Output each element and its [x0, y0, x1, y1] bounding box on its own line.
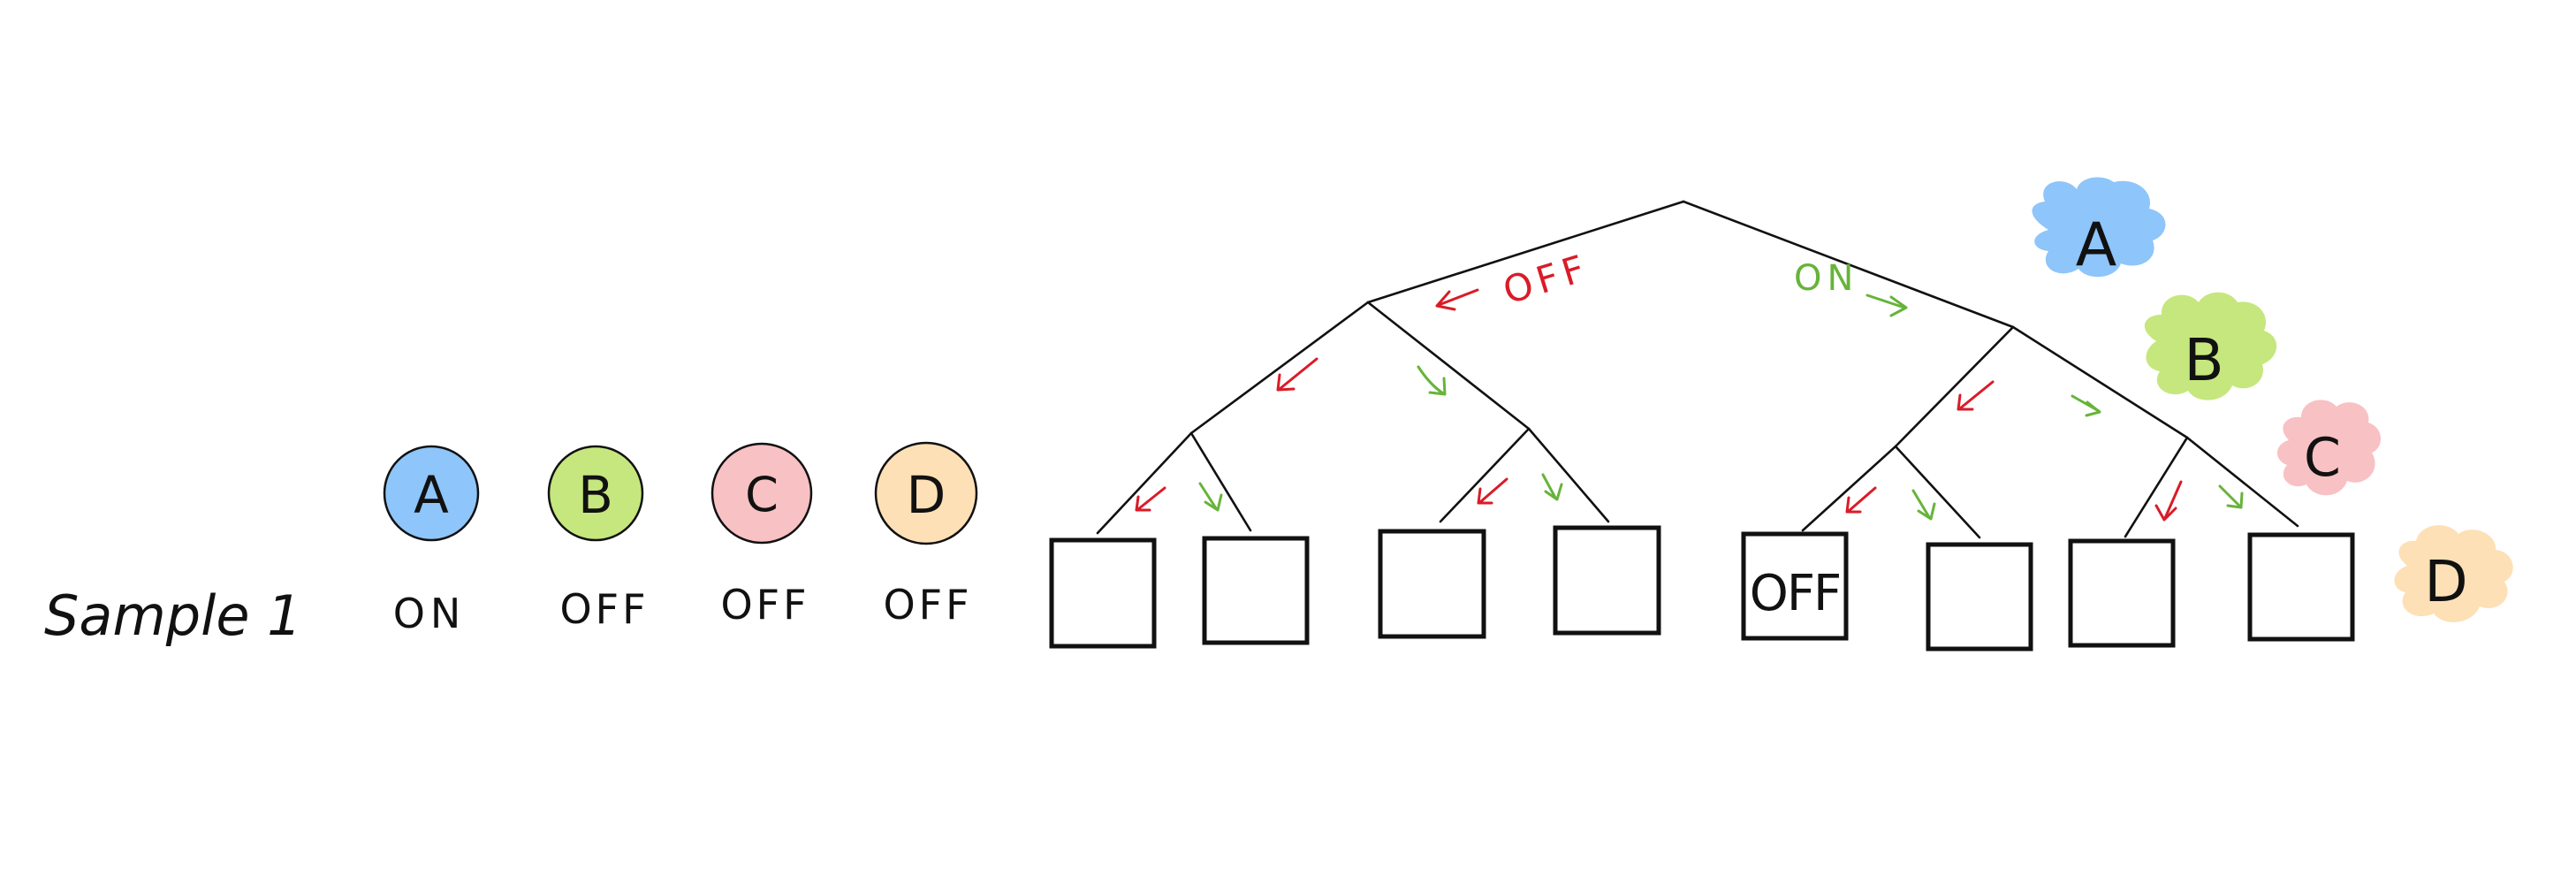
- level-label-c: C: [2276, 400, 2382, 496]
- leaf-box: [2247, 532, 2355, 642]
- arrow-on-icon: [1198, 482, 1223, 512]
- level-label-a: A: [2032, 177, 2166, 280]
- edge-l2-2-right: [1527, 427, 1610, 523]
- tree-edges: [1096, 200, 2299, 539]
- edge-l2-4-left: [2124, 436, 2189, 538]
- edge-root-right: [1682, 200, 2015, 329]
- arrow-off-icon: [2154, 480, 2183, 522]
- edge-l1-left-left: [1189, 301, 1370, 435]
- edge-l2-1-right: [1189, 431, 1252, 532]
- leaf-box: [1553, 525, 1661, 636]
- edge-l2-4-right: [2185, 436, 2299, 528]
- leaf-5-text: OFF: [1750, 565, 1841, 622]
- level-label-d: D: [2394, 525, 2513, 622]
- arrow-off-icon: [1845, 486, 1877, 514]
- arrow-on-icon: [1541, 473, 1563, 501]
- blob-c-shape: [2276, 400, 2382, 496]
- tree-leaves: OFF: [1049, 525, 2355, 652]
- edge-l2-3-right: [1894, 445, 1981, 539]
- variable-b-letter: B: [578, 465, 613, 525]
- variable-c-letter: C: [745, 467, 779, 522]
- variable-a-state: ON: [393, 590, 467, 637]
- sample-label: Sample 1: [44, 583, 302, 648]
- variable-d-state: OFF: [883, 581, 972, 629]
- variable-b-circle: [547, 445, 644, 542]
- variable-b-state: OFF: [559, 585, 649, 633]
- root-left-arrow: [1435, 288, 1479, 311]
- edge-l1-right-left: [1894, 325, 2015, 448]
- level-label-b-letter: B: [2184, 326, 2223, 394]
- variable-a-circle: [383, 445, 480, 542]
- level-label-b: B: [2144, 292, 2277, 400]
- sample-variable-a: A ON: [383, 445, 480, 637]
- blob-a-shape: [2032, 177, 2166, 278]
- edge-l2-3-left: [1801, 445, 1897, 532]
- arrow-off-icon: [1957, 380, 1995, 411]
- sample-variable-b: B OFF: [547, 445, 649, 633]
- variable-d-circle: [874, 441, 978, 545]
- edge-l2-2-left: [1439, 427, 1531, 523]
- root-right-label: ON: [1794, 258, 1858, 299]
- edge-l1-right-right: [2011, 325, 2189, 439]
- leaf-box: [1741, 531, 1849, 641]
- variable-c-circle: [710, 442, 813, 545]
- level-label-c-letter: C: [2304, 427, 2341, 489]
- blob-d-shape: [2394, 525, 2513, 622]
- arrow-on-icon: [1417, 365, 1447, 396]
- leaf-box: [1378, 529, 1486, 639]
- sample-variable-c: C OFF: [710, 442, 813, 629]
- variable-a-letter: A: [414, 465, 449, 525]
- leaf-box: [1202, 536, 1310, 645]
- leaf-box: [1049, 537, 1157, 649]
- arrow-off-icon: [1135, 486, 1166, 512]
- variable-d-letter: D: [907, 465, 946, 525]
- blob-b-shape: [2144, 292, 2277, 400]
- branch-arrows: [1135, 357, 2244, 522]
- root-right-arrow: [1866, 293, 1908, 317]
- arrow-off-icon: [1477, 477, 1508, 505]
- edge-root-left: [1366, 200, 1685, 304]
- arrow-on-icon: [2071, 394, 2101, 417]
- edge-l1-left-right: [1366, 301, 1531, 431]
- arrow-on-icon: [1911, 489, 1936, 521]
- leaf-box: [1926, 542, 2033, 652]
- arrow-off-icon: [1276, 357, 1318, 392]
- level-label-a-letter: A: [2076, 210, 2117, 280]
- edge-l2-1-left: [1096, 431, 1193, 535]
- level-label-d-letter: D: [2424, 550, 2467, 615]
- variable-c-state: OFF: [720, 581, 809, 629]
- sample-variable-d: D OFF: [874, 441, 978, 629]
- arrow-on-icon: [2218, 484, 2244, 509]
- leaf-box: [2068, 538, 2176, 648]
